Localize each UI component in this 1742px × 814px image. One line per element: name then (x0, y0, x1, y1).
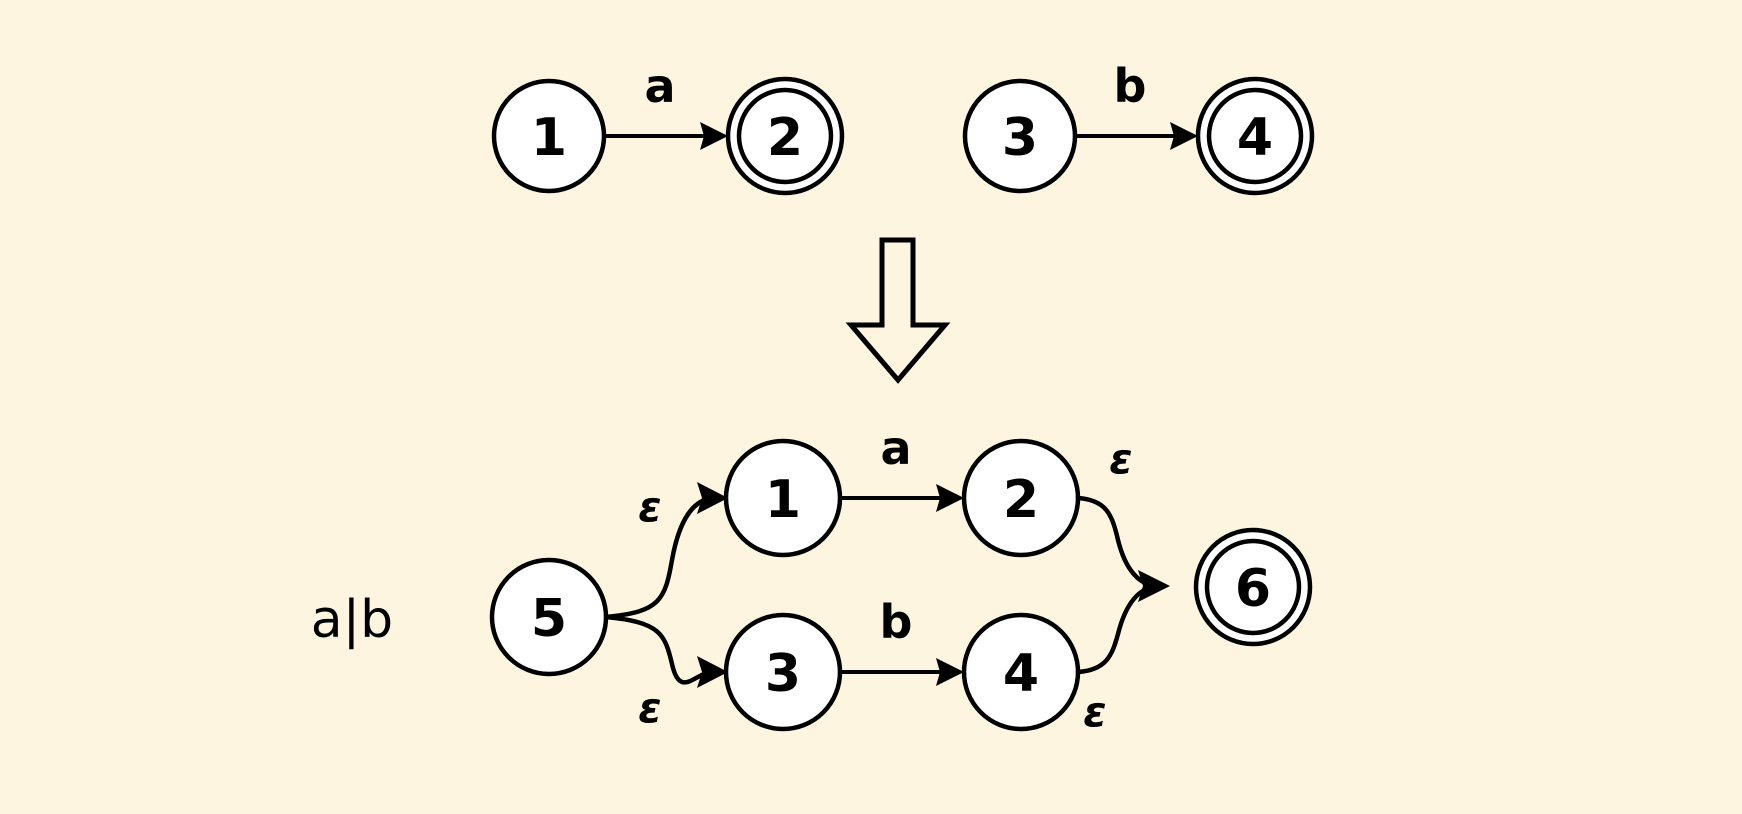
bottom-edge-5-to-1 (603, 495, 715, 620)
bottom-epsilon-label-lower-entry: ε (638, 684, 661, 733)
top-state-2-label: 2 (767, 108, 803, 168)
bottom-epsilon-merge: ε ε (1075, 435, 1170, 737)
bottom-edge-4-to-6 (1075, 585, 1155, 675)
bottom-edge-5-to-1-arrowhead (697, 482, 728, 514)
bottom-edge-5-to-3 (603, 614, 715, 685)
bottom-upper-branch: a 1 2 (723, 421, 1081, 558)
bottom-edge-label-a: a (880, 421, 911, 475)
bottom-state-1[interactable] (723, 438, 843, 558)
top-state-4-inner (1206, 87, 1304, 185)
bottom-state-4-label: 4 (1003, 644, 1039, 704)
top-state-3[interactable] (962, 78, 1078, 194)
top-edge-label-b: b (1114, 59, 1147, 113)
top-state-3-label: 3 (1002, 108, 1038, 168)
bottom-accept-state-group: 6 (1193, 527, 1313, 647)
bottom-epsilon-label-lower-exit: ε (1083, 688, 1106, 737)
top-state-1-label: 1 (531, 108, 567, 168)
top-state-4-label: 4 (1237, 108, 1273, 168)
bottom-state-3-label: 3 (765, 644, 801, 704)
top-edge-1-to-2-arrowhead (700, 122, 728, 150)
top-fragment-a: a 1 2 (491, 59, 845, 196)
bottom-edge-2-to-6 (1075, 495, 1155, 588)
bottom-state-3[interactable] (723, 612, 843, 732)
bottom-edge-2-to-6-arrowhead (1138, 570, 1170, 602)
down-arrow-icon (845, 237, 951, 384)
bottom-state-6-inner (1204, 538, 1302, 636)
regex-label: a|b (311, 590, 393, 650)
bottom-lower-branch: b 3 4 (723, 595, 1081, 732)
top-edge-label-a: a (644, 59, 675, 113)
top-state-1[interactable] (491, 78, 607, 194)
bottom-state-1-label: 1 (765, 470, 801, 530)
bottom-edge-1-to-2-arrowhead (936, 484, 964, 512)
bottom-edge-3-to-4-arrowhead (936, 658, 964, 686)
bottom-epsilon-label-upper-entry: ε (638, 483, 661, 532)
bottom-edge-label-b: b (880, 595, 913, 649)
bottom-state-5[interactable] (489, 557, 609, 677)
bottom-epsilon-label-upper-exit: ε (1109, 435, 1132, 484)
bottom-state-5-label: 5 (531, 589, 567, 649)
top-fragment-b: b 3 4 (962, 59, 1315, 196)
bottom-edge-5-to-3-arrowhead (697, 656, 728, 688)
top-state-2-inner (736, 87, 834, 185)
bottom-start-state-group: 5 (489, 557, 609, 677)
top-edge-3-to-4-arrowhead (1170, 122, 1198, 150)
bottom-epsilon-split: ε ε (603, 482, 728, 733)
bottom-state-2-label: 2 (1003, 470, 1039, 530)
bottom-state-6-label: 6 (1235, 559, 1271, 619)
